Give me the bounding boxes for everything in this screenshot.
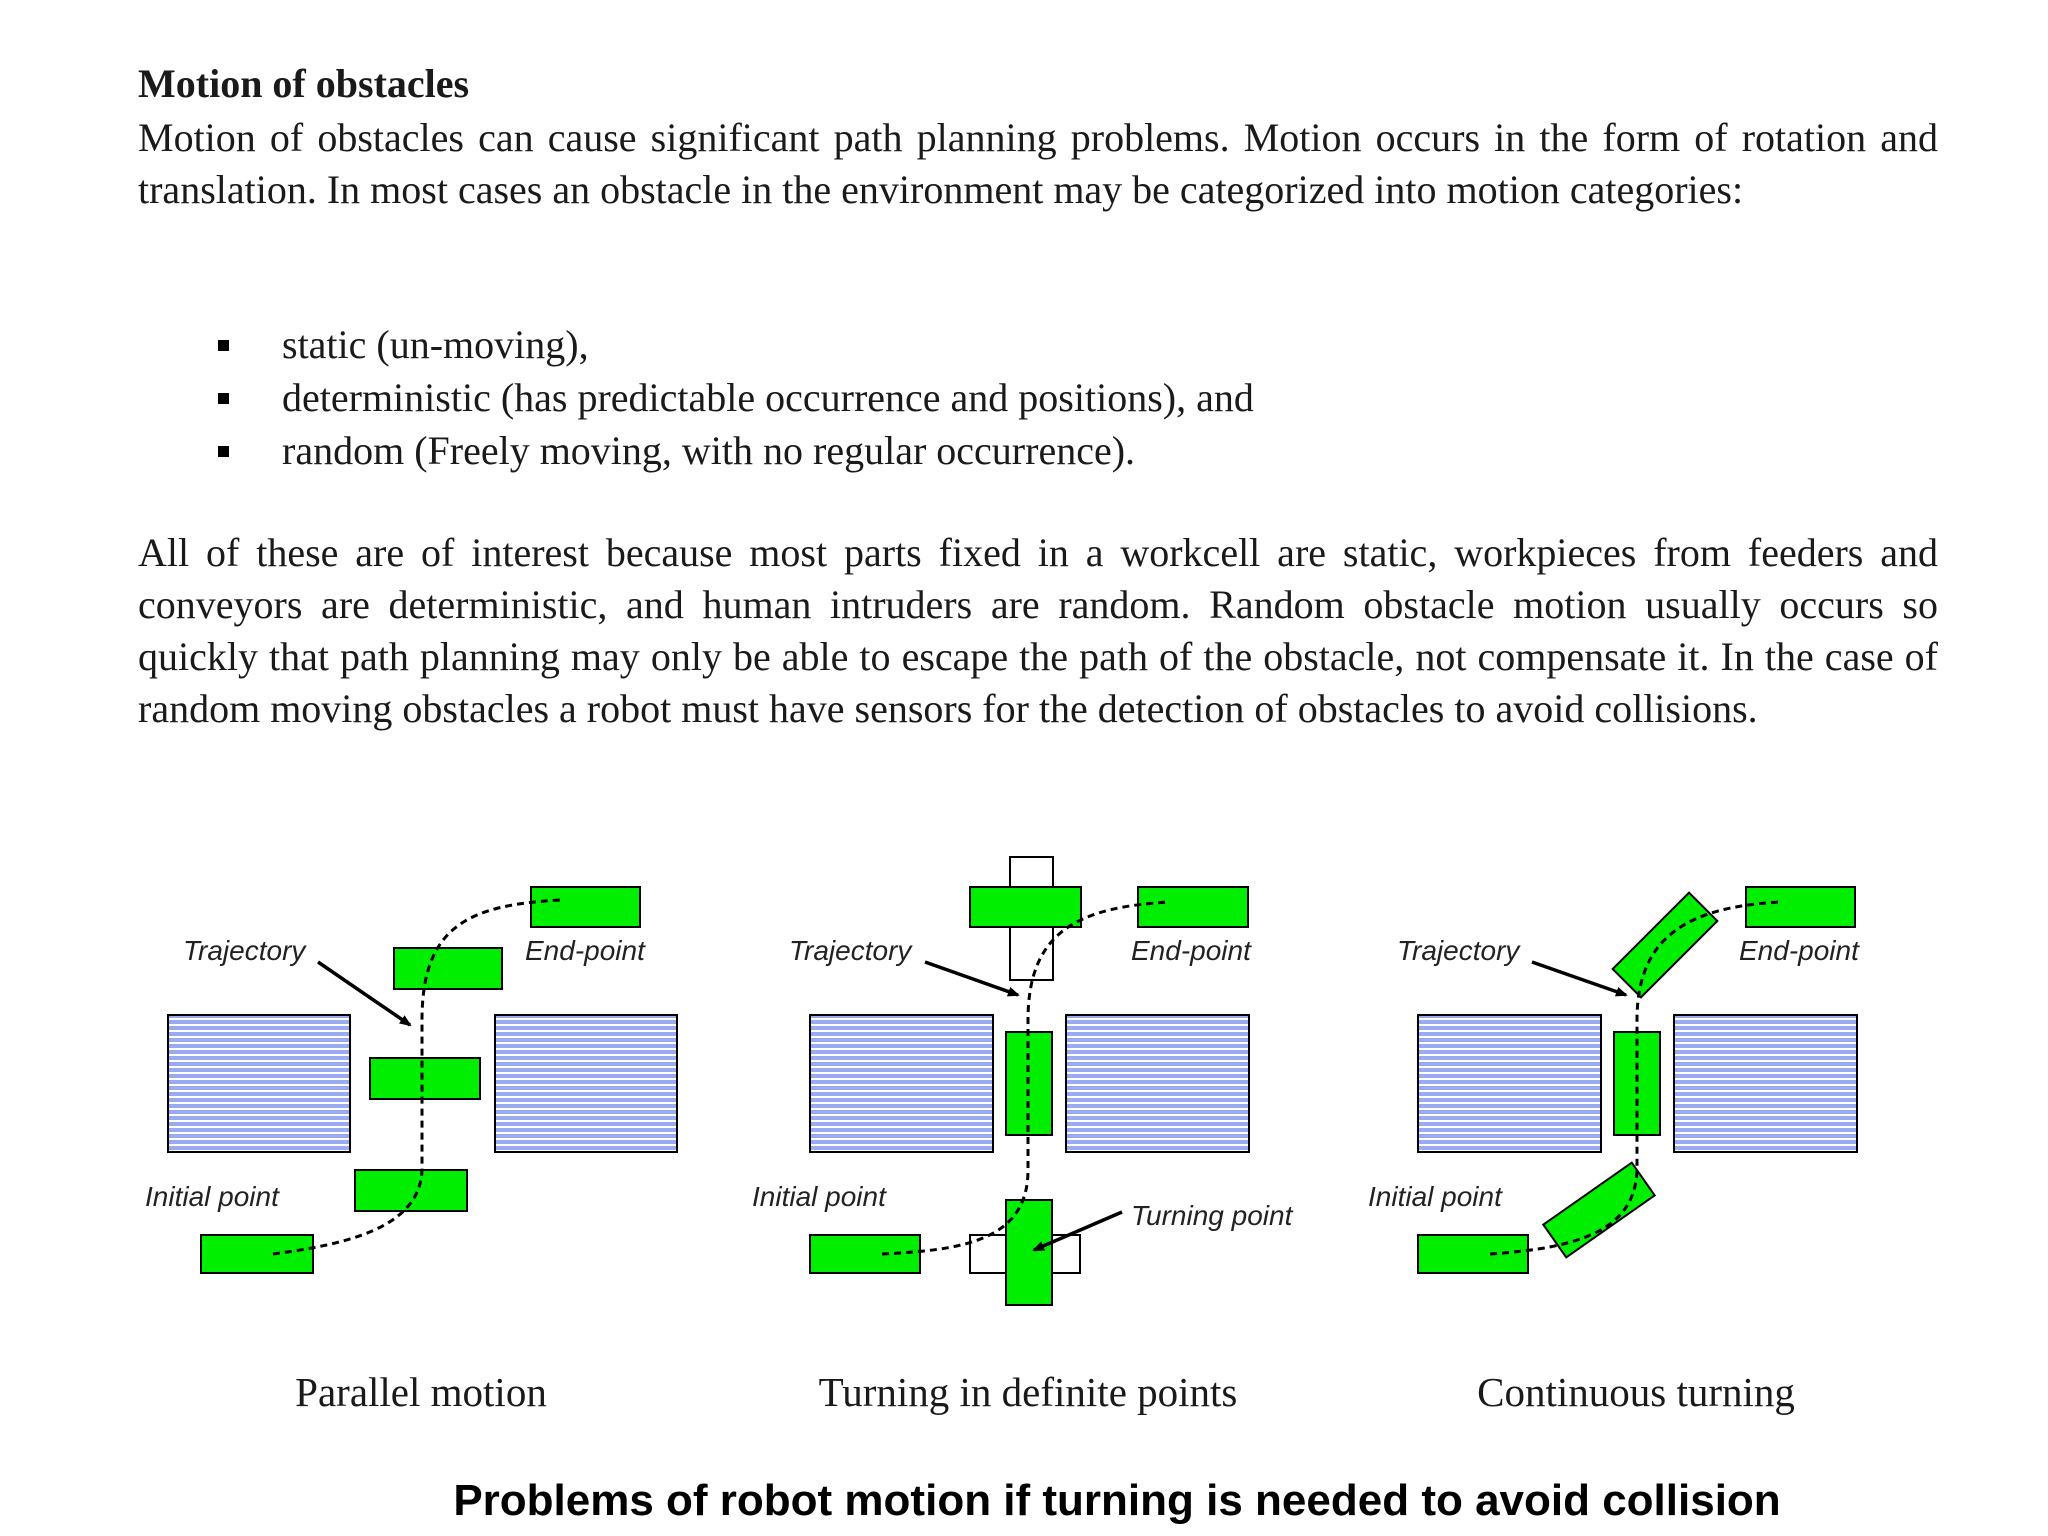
slide-footer-caption: Problems of robot motion if turning is n… [453, 1476, 1781, 1525]
trajectory-arrow [924, 960, 1020, 997]
end-point-label: End-point [1739, 935, 1860, 966]
list-item: random (Freely moving, with no regular o… [138, 424, 1254, 477]
obstacle-block-right [494, 1014, 678, 1153]
end-point-label: End-point [1131, 935, 1252, 966]
list-item: deterministic (has predictable occurrenc… [138, 371, 1254, 424]
trajectory-path [1489, 900, 1781, 1256]
list-item: static (un-moving), [138, 318, 1254, 371]
robot-end-box [1137, 886, 1249, 928]
panel-caption: Continuous turning [1477, 1369, 1795, 1415]
section-heading: Motion of obstacles [138, 61, 470, 106]
list-item-text: random (Freely moving, with no regular o… [282, 428, 1136, 473]
initial-point-label: Initial point [145, 1181, 280, 1212]
bullet-square-icon [218, 393, 229, 404]
robot-box [1611, 891, 1719, 999]
trajectory-label: Trajectory [1397, 935, 1521, 966]
robot-box [369, 1057, 481, 1100]
robot-motion-figure: Trajectory End-point Initial point Paral… [145, 856, 1860, 1415]
motion-category-list: static (un-moving), deterministic (has p… [138, 318, 1254, 477]
list-item-text: deterministic (has predictable occurrenc… [282, 375, 1254, 420]
bullet-square-icon [218, 446, 229, 457]
robot-initial-box [1417, 1234, 1529, 1274]
trajectory-label: Trajectory [183, 935, 307, 966]
trajectory-arrow [317, 960, 412, 1027]
robot-box [1541, 1161, 1657, 1259]
trajectory-arrow [1531, 960, 1628, 997]
obstacle-block-left [167, 1014, 351, 1153]
turning-point-arrow [1032, 1210, 1123, 1252]
robot-initial-box [809, 1234, 921, 1274]
obstacle-block-left [809, 1014, 994, 1153]
panel-turning-definite-points: Trajectory End-point Initial point Turni… [752, 856, 1294, 1415]
turning-point-label: Turning point [1131, 1200, 1294, 1231]
robot-box [1005, 1199, 1053, 1306]
panel-continuous-turning: Trajectory End-point Initial point Conti… [1368, 886, 1860, 1415]
obstacle-block-left [1417, 1014, 1602, 1153]
intro-paragraph: Motion of obstacles can cause significan… [138, 115, 1938, 212]
robot-box [1613, 1031, 1661, 1136]
robot-initial-box [200, 1234, 314, 1274]
panel-caption: Parallel motion [295, 1369, 547, 1415]
robot-box [393, 947, 503, 990]
robot-end-box [530, 886, 641, 928]
robot-end-box [1745, 886, 1856, 928]
body-paragraph: All of these are of interest because mos… [138, 530, 1938, 731]
robot-box [969, 886, 1082, 928]
trajectory-label: Trajectory [789, 935, 913, 966]
initial-point-label: Initial point [752, 1181, 887, 1212]
list-item-text: static (un-moving), [282, 322, 589, 367]
trajectory-path [881, 900, 1171, 1256]
panel-caption: Turning in definite points [819, 1369, 1238, 1415]
trajectory-path [272, 898, 561, 1256]
bullet-square-icon [218, 340, 229, 351]
obstacle-block-right [1065, 1014, 1250, 1153]
end-point-label: End-point [525, 935, 646, 966]
panel-parallel-motion: Trajectory End-point Initial point Paral… [145, 886, 678, 1415]
obstacle-block-right [1673, 1014, 1858, 1153]
initial-point-label: Initial point [1368, 1181, 1503, 1212]
